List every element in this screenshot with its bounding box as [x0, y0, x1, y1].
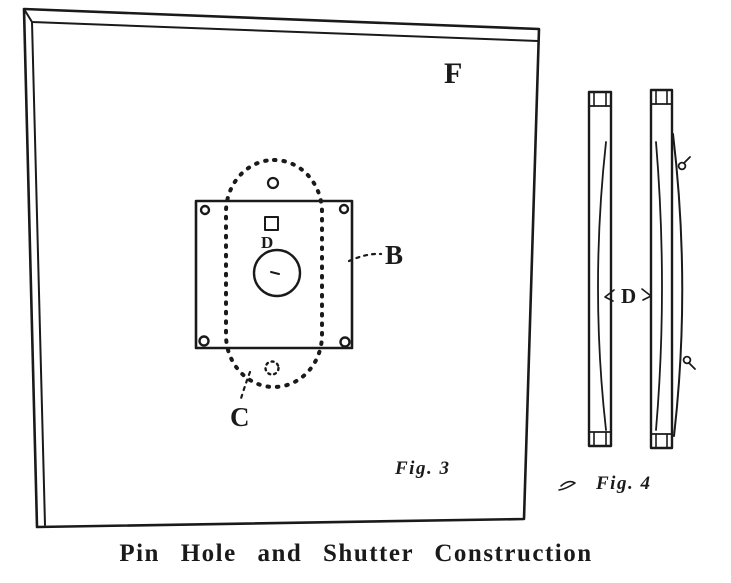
- retaining-pin-bottom-tail: [688, 362, 696, 370]
- right-strip-outline: [649, 88, 674, 450]
- screw-hole: [338, 203, 350, 215]
- bowed-shutter-label: D: [621, 284, 636, 308]
- left-strip-bowed-shutter: [597, 141, 607, 431]
- scan-mark: [558, 480, 576, 491]
- shutter-pivot-hole-bottom: [264, 360, 280, 376]
- fig4-caption: Fig. 4: [595, 473, 651, 494]
- retaining-pin-top-tail: [683, 156, 691, 164]
- fig3-caption: Fig. 3: [394, 458, 450, 479]
- shutter-plate-dotted-outline: [224, 158, 324, 389]
- fig4-group: D Fig. 4: [558, 88, 696, 494]
- pinhole-center-mark: [270, 271, 280, 275]
- pin-catch-head: [264, 216, 279, 231]
- page-caption: Pin Hole and Shutter Construction: [119, 540, 592, 567]
- pinhole-plate-label: B: [385, 240, 403, 270]
- label-c-leader-line: [238, 370, 252, 404]
- fig3-group: D B C F Fig. 3: [22, 7, 541, 529]
- screw-hole: [339, 336, 351, 348]
- label-b-leader-line: [347, 252, 383, 263]
- aperture-circle: [252, 248, 302, 298]
- front-board-label: F: [444, 57, 462, 90]
- front-board-outline: [22, 7, 541, 529]
- front-board-left-edge: [31, 21, 46, 526]
- shutter-plate-label: C: [230, 402, 250, 432]
- fig4-right-strip: [649, 88, 696, 450]
- label-d-left-pointer: [604, 289, 615, 302]
- right-strip-bowed-shutter: [655, 141, 663, 431]
- left-strip-outline: [587, 90, 613, 448]
- screw-hole: [199, 204, 211, 216]
- pin-label: D: [261, 233, 273, 252]
- fig4-left-strip: [587, 90, 613, 448]
- shutter-pivot-hole-top: [266, 176, 280, 190]
- screw-hole: [198, 335, 210, 347]
- pinhole-plate-outline: [194, 199, 354, 350]
- retaining-pin-bottom: [682, 355, 692, 365]
- label-d-right-pointer: [641, 288, 652, 301]
- retaining-pin-top: [677, 161, 687, 171]
- right-strip-outer-bow: [672, 133, 684, 437]
